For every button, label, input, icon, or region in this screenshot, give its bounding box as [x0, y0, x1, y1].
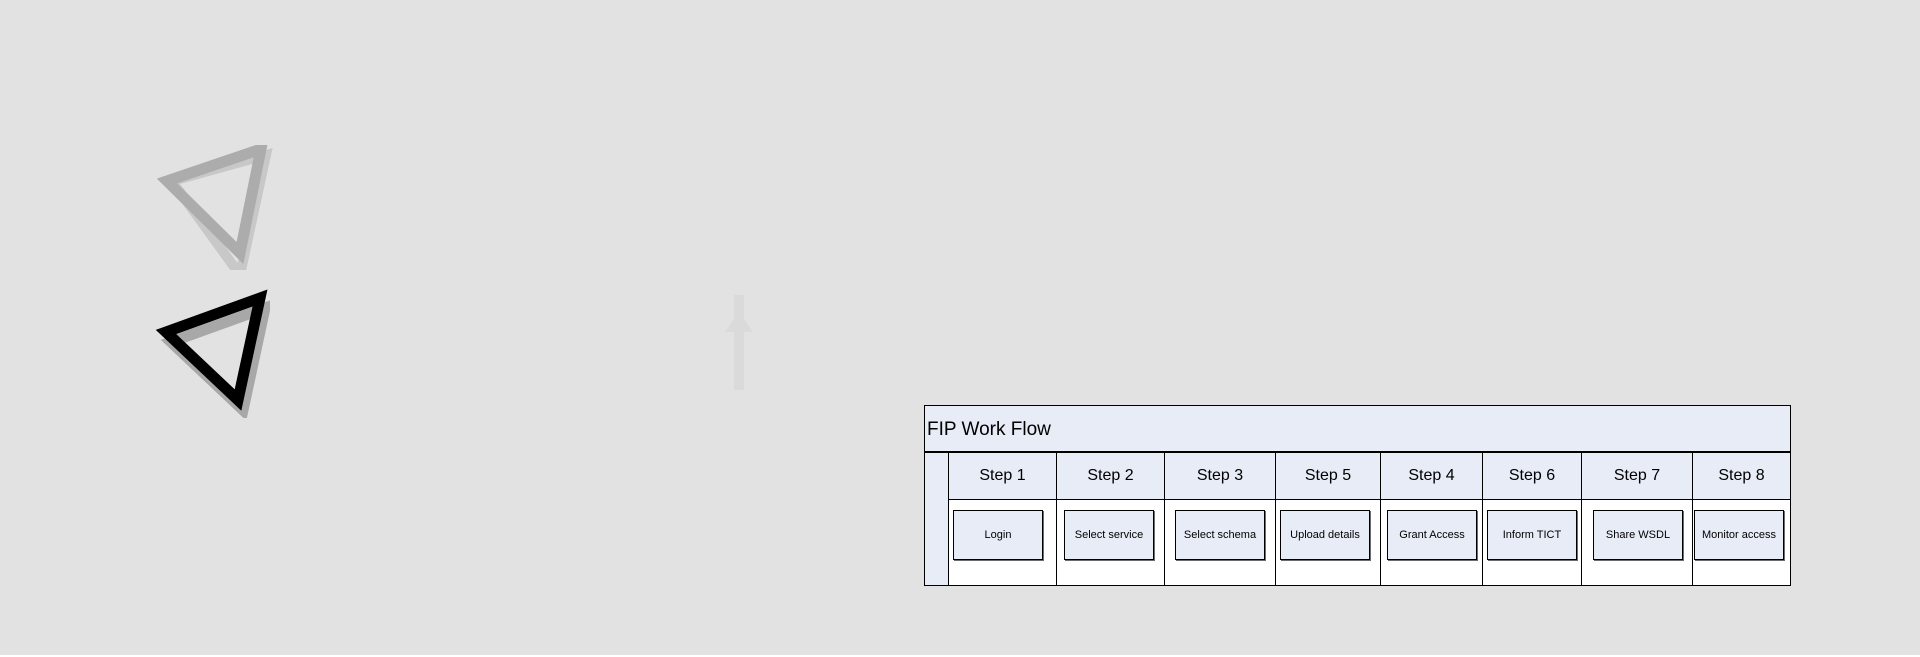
task-select-service[interactable]: Select service [1064, 510, 1154, 560]
lane-step-6[interactable]: Step 6 Inform TICT [1483, 453, 1582, 585]
task-share-wsdl[interactable]: Share WSDL [1593, 510, 1683, 560]
lane-step-1[interactable]: Step 1 Login [949, 453, 1057, 585]
task-upload-details[interactable]: Upload details [1280, 510, 1370, 560]
lane-header: Step 5 [1276, 453, 1380, 500]
lane-step-4[interactable]: Step 4 Grant Access [1381, 453, 1483, 585]
lane-header: Step 2 [1057, 453, 1164, 500]
lane-header: Step 4 [1381, 453, 1482, 500]
lane-header: Step 3 [1165, 453, 1275, 500]
pool-title: FIP Work Flow [927, 419, 1051, 440]
lane-step-8[interactable]: Step 8 Monitor access [1693, 453, 1790, 585]
faint-arrow-mark [725, 295, 753, 390]
triangle-outline-black-icon[interactable] [150, 288, 270, 418]
lane-step-3[interactable]: Step 3 Select schema [1165, 453, 1276, 585]
lane-header: Step 6 [1483, 453, 1581, 500]
task-login[interactable]: Login [953, 510, 1043, 560]
canvas-bottom-strip [0, 655, 1920, 657]
lane-step-5[interactable]: Step 5 Upload details [1276, 453, 1381, 585]
task-grant-access[interactable]: Grant Access [1387, 510, 1477, 560]
task-select-schema[interactable]: Select schema [1175, 510, 1265, 560]
swimlane-pool[interactable]: FIP Work Flow Step 1 Login Step 2 Select… [924, 405, 1791, 586]
task-monitor-access[interactable]: Monitor access [1694, 510, 1784, 560]
lane-header: Step 8 [1693, 453, 1790, 500]
lane-header: Step 7 [1582, 453, 1692, 500]
pool-side-bar [925, 453, 949, 585]
lane-step-2[interactable]: Step 2 Select service [1057, 453, 1165, 585]
lane-header: Step 1 [949, 453, 1056, 500]
triangle-outline-gray-icon[interactable] [155, 145, 275, 270]
lane-step-7[interactable]: Step 7 Share WSDL [1582, 453, 1693, 585]
pool-header: FIP Work Flow [925, 406, 1790, 453]
task-inform-tict[interactable]: Inform TICT [1487, 510, 1577, 560]
